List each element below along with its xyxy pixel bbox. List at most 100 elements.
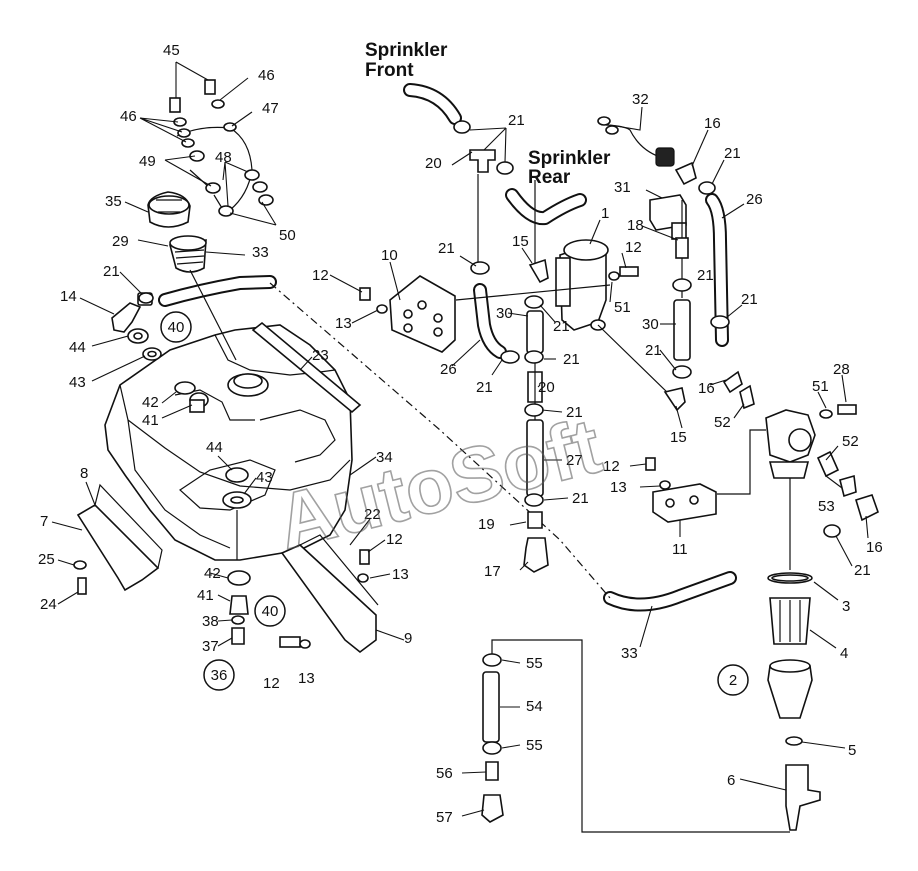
svg-text:1: 1 <box>601 205 609 222</box>
svg-text:25: 25 <box>38 551 55 568</box>
svg-text:45: 45 <box>163 42 180 59</box>
svg-text:56: 56 <box>436 765 453 782</box>
svg-text:49: 49 <box>139 153 156 170</box>
sprinkler-front-hose <box>403 83 462 125</box>
washers-46 <box>173 99 237 148</box>
svg-text:16: 16 <box>704 115 721 132</box>
part-number-callouts: 45 46 46 47 48 49 35 29 50 33 21 14 44 4… <box>38 42 883 826</box>
svg-text:26: 26 <box>746 191 763 208</box>
svg-text:21: 21 <box>741 291 758 308</box>
svg-text:34: 34 <box>376 449 393 466</box>
svg-text:30: 30 <box>642 316 659 333</box>
pump-line <box>455 284 671 396</box>
svg-text:50: 50 <box>279 227 296 244</box>
svg-text:28: 28 <box>833 361 850 378</box>
hose-clamps <box>138 120 841 755</box>
svg-text:18: 18 <box>627 217 644 234</box>
svg-text:40: 40 <box>262 603 279 620</box>
svg-text:21: 21 <box>724 145 741 162</box>
svg-text:8: 8 <box>80 465 88 482</box>
svg-text:12: 12 <box>603 458 620 475</box>
svg-text:13: 13 <box>298 670 315 687</box>
svg-text:30: 30 <box>496 305 513 322</box>
svg-text:15: 15 <box>512 233 529 250</box>
svg-text:51: 51 <box>614 299 631 316</box>
hose-routing-line <box>269 282 611 599</box>
screws-45 <box>169 79 216 113</box>
svg-text:55: 55 <box>526 737 543 754</box>
sprinkler-rear-hose <box>505 188 587 226</box>
svg-text:21: 21 <box>476 379 493 396</box>
svg-text:33: 33 <box>621 645 638 662</box>
hose-30-a <box>526 310 544 354</box>
tank-bracket-9 <box>280 534 379 654</box>
svg-text:16: 16 <box>866 539 883 556</box>
hose-26-right <box>705 193 729 347</box>
small-fittings <box>73 161 879 823</box>
svg-text:47: 47 <box>262 100 279 117</box>
filter-screen-4 <box>769 597 811 645</box>
fuel-tank <box>104 324 353 561</box>
svg-text:42: 42 <box>204 565 221 582</box>
filter-to-plate-line <box>717 429 766 495</box>
washer-43 <box>142 347 162 361</box>
svg-text:5: 5 <box>848 742 856 759</box>
leader-lines <box>51 61 869 817</box>
svg-text:11: 11 <box>672 541 688 558</box>
svg-text:36: 36 <box>211 667 228 684</box>
svg-text:26: 26 <box>440 361 457 378</box>
svg-text:29: 29 <box>112 233 129 250</box>
circled-ref-2: 2 <box>717 664 749 696</box>
grommet-44 <box>127 328 149 344</box>
svg-text:31: 31 <box>614 179 631 196</box>
svg-text:41: 41 <box>197 587 214 604</box>
fuel-hose-33 <box>158 275 737 612</box>
vertical-hose-line <box>477 174 683 420</box>
svg-text:42: 42 <box>142 394 159 411</box>
sprinkler-front-heading: Sprinkler Front <box>365 40 448 81</box>
svg-text:10: 10 <box>381 247 398 264</box>
bottom-loop-line <box>491 639 790 833</box>
sprinkler-rear-heading: Sprinkler Rear <box>528 148 611 188</box>
spray-pump-1 <box>555 239 609 331</box>
svg-text:12: 12 <box>263 675 280 692</box>
svg-text:32: 32 <box>632 91 649 108</box>
svg-text:27: 27 <box>566 452 583 469</box>
wire-harness-32 <box>597 116 675 167</box>
mounting-plate-10 <box>389 275 456 353</box>
svg-text:9: 9 <box>404 630 412 647</box>
svg-text:37: 37 <box>202 638 219 655</box>
svg-text:23: 23 <box>312 347 329 364</box>
drain-plug-41 <box>189 392 209 413</box>
svg-text:20: 20 <box>425 155 442 172</box>
svg-text:22: 22 <box>364 506 381 523</box>
hose-26-left <box>473 283 507 359</box>
solenoid-valve-31 <box>649 194 687 240</box>
svg-text:53: 53 <box>818 498 835 515</box>
svg-text:44: 44 <box>69 339 86 356</box>
svg-text:40: 40 <box>168 319 185 336</box>
svg-text:21: 21 <box>438 240 455 257</box>
svg-text:13: 13 <box>335 315 352 332</box>
washer-5 <box>785 736 803 746</box>
svg-text:21: 21 <box>572 490 589 507</box>
svg-text:7: 7 <box>40 513 48 530</box>
neck-line <box>189 269 237 361</box>
circled-ref-40-lower: 40 <box>254 595 286 627</box>
svg-text:Rear: Rear <box>528 167 571 188</box>
svg-text:21: 21 <box>563 351 580 368</box>
svg-text:Front: Front <box>365 60 414 81</box>
svg-text:14: 14 <box>60 288 77 305</box>
svg-text:35: 35 <box>105 193 122 210</box>
svg-text:52: 52 <box>714 414 731 431</box>
filter-bowl <box>767 659 813 719</box>
svg-text:51: 51 <box>812 378 829 395</box>
svg-text:2: 2 <box>729 672 737 689</box>
svg-text:20: 20 <box>538 379 555 396</box>
tee-fitting-20-upper <box>469 149 496 173</box>
svg-text:Sprinkler: Sprinkler <box>365 40 448 61</box>
svg-text:6: 6 <box>727 772 735 789</box>
svg-text:15: 15 <box>670 429 687 446</box>
svg-text:4: 4 <box>840 645 848 662</box>
